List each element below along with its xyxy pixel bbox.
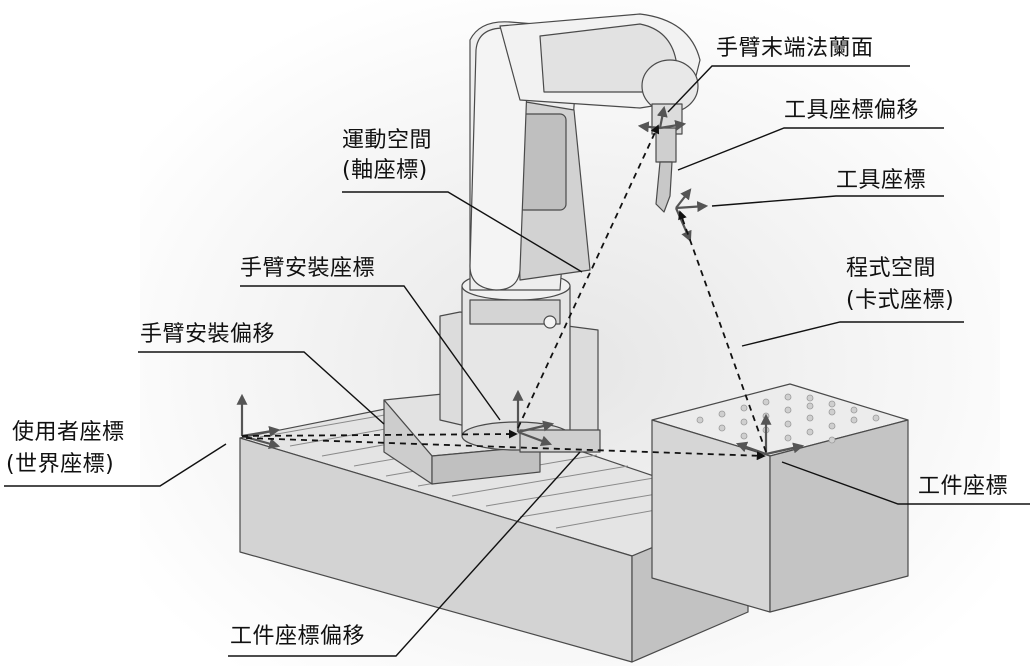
leader-workpiece-offset (228, 451, 581, 657)
dash-world-to-mount (241, 429, 518, 439)
label-user-frame-line2: (世界座標) (6, 452, 115, 477)
label-program-space-line2: (卡式座標) (846, 288, 955, 313)
label-workpiece-frame: 工件座標 (918, 474, 1009, 499)
frame-arm-mount (512, 389, 555, 447)
label-tool-offset: 工具座標偏移 (784, 98, 920, 123)
leader-tool-frame (711, 195, 944, 207)
leader-arm-end-flange (667, 65, 910, 113)
dash-workpiece-to-tool (678, 210, 767, 453)
leader-arm-mount-offset (138, 351, 385, 425)
leader-tool-offset (677, 127, 944, 171)
leader-lines (4, 65, 1030, 657)
label-tool-frame: 工具座標 (836, 168, 927, 193)
leader-workpiece-frame (781, 461, 1030, 505)
label-joint-space-line1: 運動空間 (342, 128, 433, 153)
robot-base (439, 271, 601, 453)
label-arm-mount-offset: 手臂安裝偏移 (140, 322, 276, 347)
robot-arm (469, 13, 701, 291)
leader-program-space (741, 321, 964, 347)
label-joint-space-line2: (軸座標) (342, 158, 428, 183)
leader-joint-space (342, 191, 583, 273)
dash-mount-to-flange (517, 124, 660, 429)
label-arm-end-flange: 手臂末端法蘭面 (716, 36, 874, 61)
leader-user-frame (4, 443, 227, 487)
workpiece-block (651, 383, 909, 613)
transform-chain (241, 124, 767, 461)
label-user-frame-line1: 使用者座標 (12, 420, 125, 445)
label-arm-mount-frame: 手臂安裝座標 (240, 256, 376, 281)
leader-arm-mount-frame (240, 285, 501, 421)
label-workpiece-offset: 工件座標偏移 (230, 624, 366, 649)
dash-world-to-workpiece (245, 437, 766, 461)
label-program-space-line1: 程式空間 (846, 256, 937, 281)
